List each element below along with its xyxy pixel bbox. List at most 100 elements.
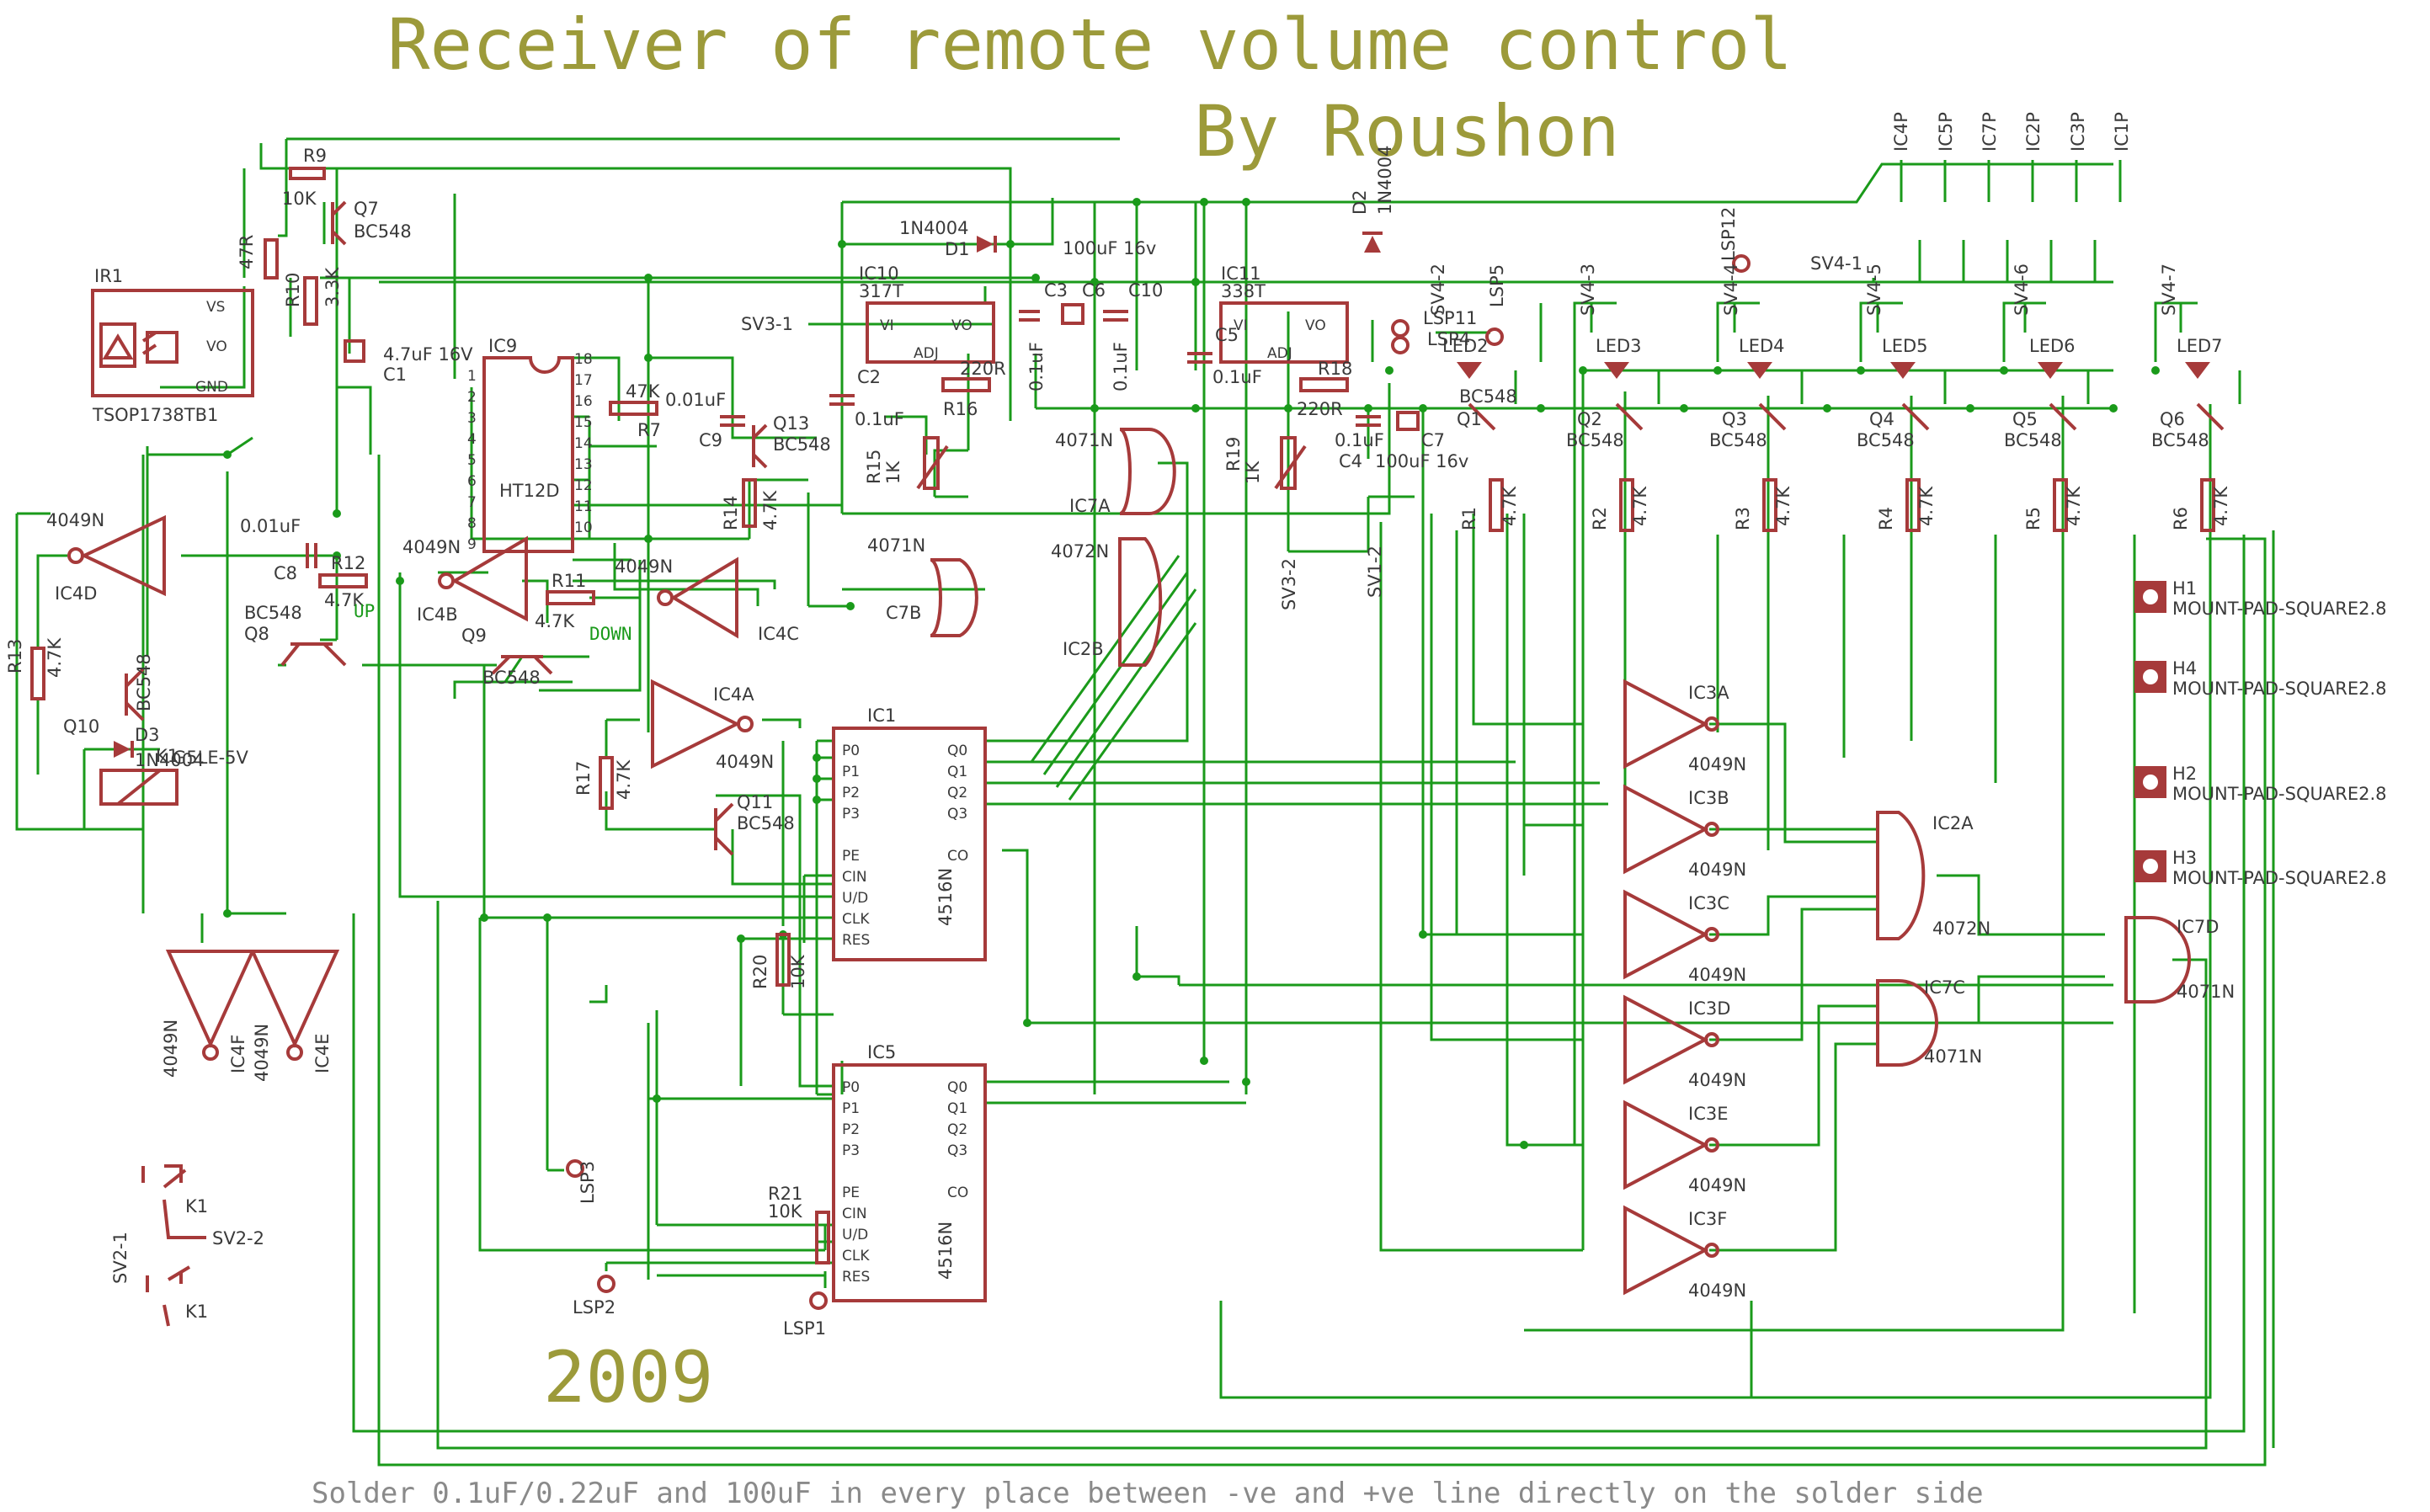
mount-pad-h4: H4 MOUNT-PAD-SQUARE2.8 [2134, 658, 2387, 699]
svg-text:MOUNT-PAD-SQUARE2.8: MOUNT-PAD-SQUARE2.8 [2172, 868, 2387, 888]
power-header: IC4P IC5P IC7P IC2P IC3P IC1P [1891, 112, 2132, 282]
sv3-2-label: SV3-2 [1279, 558, 1299, 610]
ic4d-ref: IC4D [55, 583, 97, 604]
c6-ref: C6 [1082, 280, 1106, 301]
svg-text:R2: R2 [1590, 507, 1610, 530]
svg-text:U/D: U/D [842, 1227, 868, 1243]
c1-ref: C1 [383, 365, 407, 385]
q11-ref: Q11 [737, 792, 773, 812]
q9-ref: Q9 [461, 626, 487, 646]
led-transistor-q4: Q4 BC548 [1857, 402, 1930, 450]
led-3: LED3 [1596, 336, 1642, 379]
ic5-part: 4516N [935, 1222, 956, 1280]
c10-ref: C10 [1128, 280, 1163, 301]
mount-pad-h1: H1 MOUNT-PAD-SQUARE2.8 [2134, 578, 2387, 619]
svg-text:VO: VO [951, 317, 973, 334]
q8-part: BC548 [244, 603, 302, 623]
resistor-r16: 220R R16 [941, 359, 1006, 419]
svg-text:LSP3: LSP3 [578, 1161, 598, 1204]
r8-value: 47R [237, 235, 257, 269]
svg-text:P1: P1 [842, 1100, 860, 1117]
svg-text:4049N: 4049N [1688, 754, 1746, 775]
d2-part: 1N4004 [1375, 145, 1395, 215]
svg-text:CO: CO [947, 1185, 968, 1201]
resistor-r20: R20 10K [750, 933, 808, 989]
r17-ref: R17 [573, 761, 594, 796]
svg-text:LSP5: LSP5 [1487, 264, 1507, 307]
led-transistor-q5: Q5 BC548 [2004, 402, 2077, 450]
footer-note: Solder 0.1uF/0.22uF and 100uF in every p… [312, 1477, 1984, 1510]
q7-part: BC548 [354, 221, 412, 242]
svg-text:P3: P3 [842, 806, 860, 823]
ic7b-ref: C7B [886, 603, 921, 623]
ic4c-part: 4049N [615, 556, 673, 577]
capacitor-c8: 0.01uF C8 [240, 516, 317, 583]
svg-text:R4: R4 [1876, 507, 1896, 530]
c9-ref: C9 [699, 430, 722, 450]
svg-text:Q5: Q5 [2012, 409, 2038, 429]
svg-text:U/D: U/D [842, 890, 868, 907]
svg-text:P2: P2 [842, 1121, 860, 1138]
svg-text:17: 17 [574, 372, 593, 389]
svg-text:4.7K: 4.7K [2064, 486, 2084, 526]
led-5: LED5 [1882, 336, 1928, 379]
r14-ref: R14 [721, 496, 741, 530]
wire-network [15, 137, 2275, 1467]
transistor-q11: Q11 BC548 [714, 792, 795, 856]
svg-text:11: 11 [574, 498, 593, 515]
svg-text:Q6: Q6 [2160, 409, 2185, 429]
svg-text:IC5P: IC5P [1936, 112, 1956, 152]
led-6: LED6 [2029, 336, 2076, 379]
ic10-ref: IC10 [859, 264, 899, 284]
svg-text:H4: H4 [2172, 658, 2197, 679]
transistor-q8: BC548 Q8 [244, 603, 347, 667]
svg-text:R3: R3 [1733, 507, 1753, 530]
k1-contact-ref-1: K1 [185, 1196, 208, 1217]
svg-text:LED2: LED2 [1442, 336, 1489, 356]
svg-text:IC4P: IC4P [1891, 112, 1911, 152]
sv4-6-label: SV4-6 [2012, 264, 2032, 316]
schematic-year: 2009 [543, 1336, 713, 1419]
c2-ref: C2 [857, 367, 881, 387]
resistor-r10: R10 3.3K [283, 267, 343, 326]
transistor-q1: Q1 BC548 [1457, 386, 1517, 431]
ic4f-part: 4049N [161, 1020, 181, 1078]
ic7b-part: 4071N [867, 535, 925, 556]
svg-text:IC2P: IC2P [2023, 112, 2044, 152]
svg-text:H1: H1 [2172, 578, 2197, 599]
svg-text:VO: VO [1305, 317, 1326, 334]
inverter-ic4f: 4049N IC4F 4049N IC4E [161, 950, 340, 1082]
c10-value: 0.1uF [1111, 342, 1131, 391]
svg-text:CLK: CLK [842, 1248, 870, 1264]
gate-ic7d: IC7D 4071N [2124, 916, 2235, 1004]
c4-ref: C4 [1339, 451, 1362, 471]
gate-ic7b: 4071N C7B [867, 535, 978, 637]
sv4-7-label: SV4-7 [2159, 264, 2179, 316]
ic2a-part: 4072N [1932, 918, 1990, 939]
svg-text:1: 1 [467, 368, 477, 385]
inverter-ic4d: 4049N IC4D [46, 510, 166, 604]
r17-value: 4.7K [614, 759, 634, 800]
svg-text:4.7K: 4.7K [1916, 486, 1937, 526]
sv4-3-label: SV4-3 [1578, 264, 1598, 316]
c2-value: 0.1uF [855, 409, 904, 429]
r10-value: 3.3K [322, 267, 343, 307]
svg-text:16: 16 [574, 393, 593, 410]
r11-value: 4.7K [535, 611, 575, 631]
r19-ref: R19 [1223, 437, 1244, 471]
resistor-r18: R18 220R [1297, 359, 1352, 419]
r21-ref: R21 [768, 1184, 802, 1204]
ic4e-part: 4049N [252, 1024, 272, 1082]
solder-point-lsp12: LSP12 SV4-1 [1719, 207, 1862, 274]
resistor-r11: R11 4.7K [535, 571, 595, 631]
gate-ic7c: IC7C 4071N [1876, 977, 1982, 1067]
d3-ref: D3 [135, 725, 160, 745]
ir-pin-vs: VS [206, 299, 225, 316]
mount-pad-h2: H2 MOUNT-PAD-SQUARE2.8 [2134, 764, 2387, 804]
inverter-ic4b: 4049N IC4B [402, 535, 528, 625]
led-transistor-q3: Q3 BC548 [1709, 402, 1787, 450]
ic7a-ref: IC7A [1069, 496, 1111, 516]
d2-ref: D2 [1350, 189, 1370, 215]
q9-part: BC548 [482, 668, 541, 688]
r11-ref: R11 [552, 571, 586, 591]
